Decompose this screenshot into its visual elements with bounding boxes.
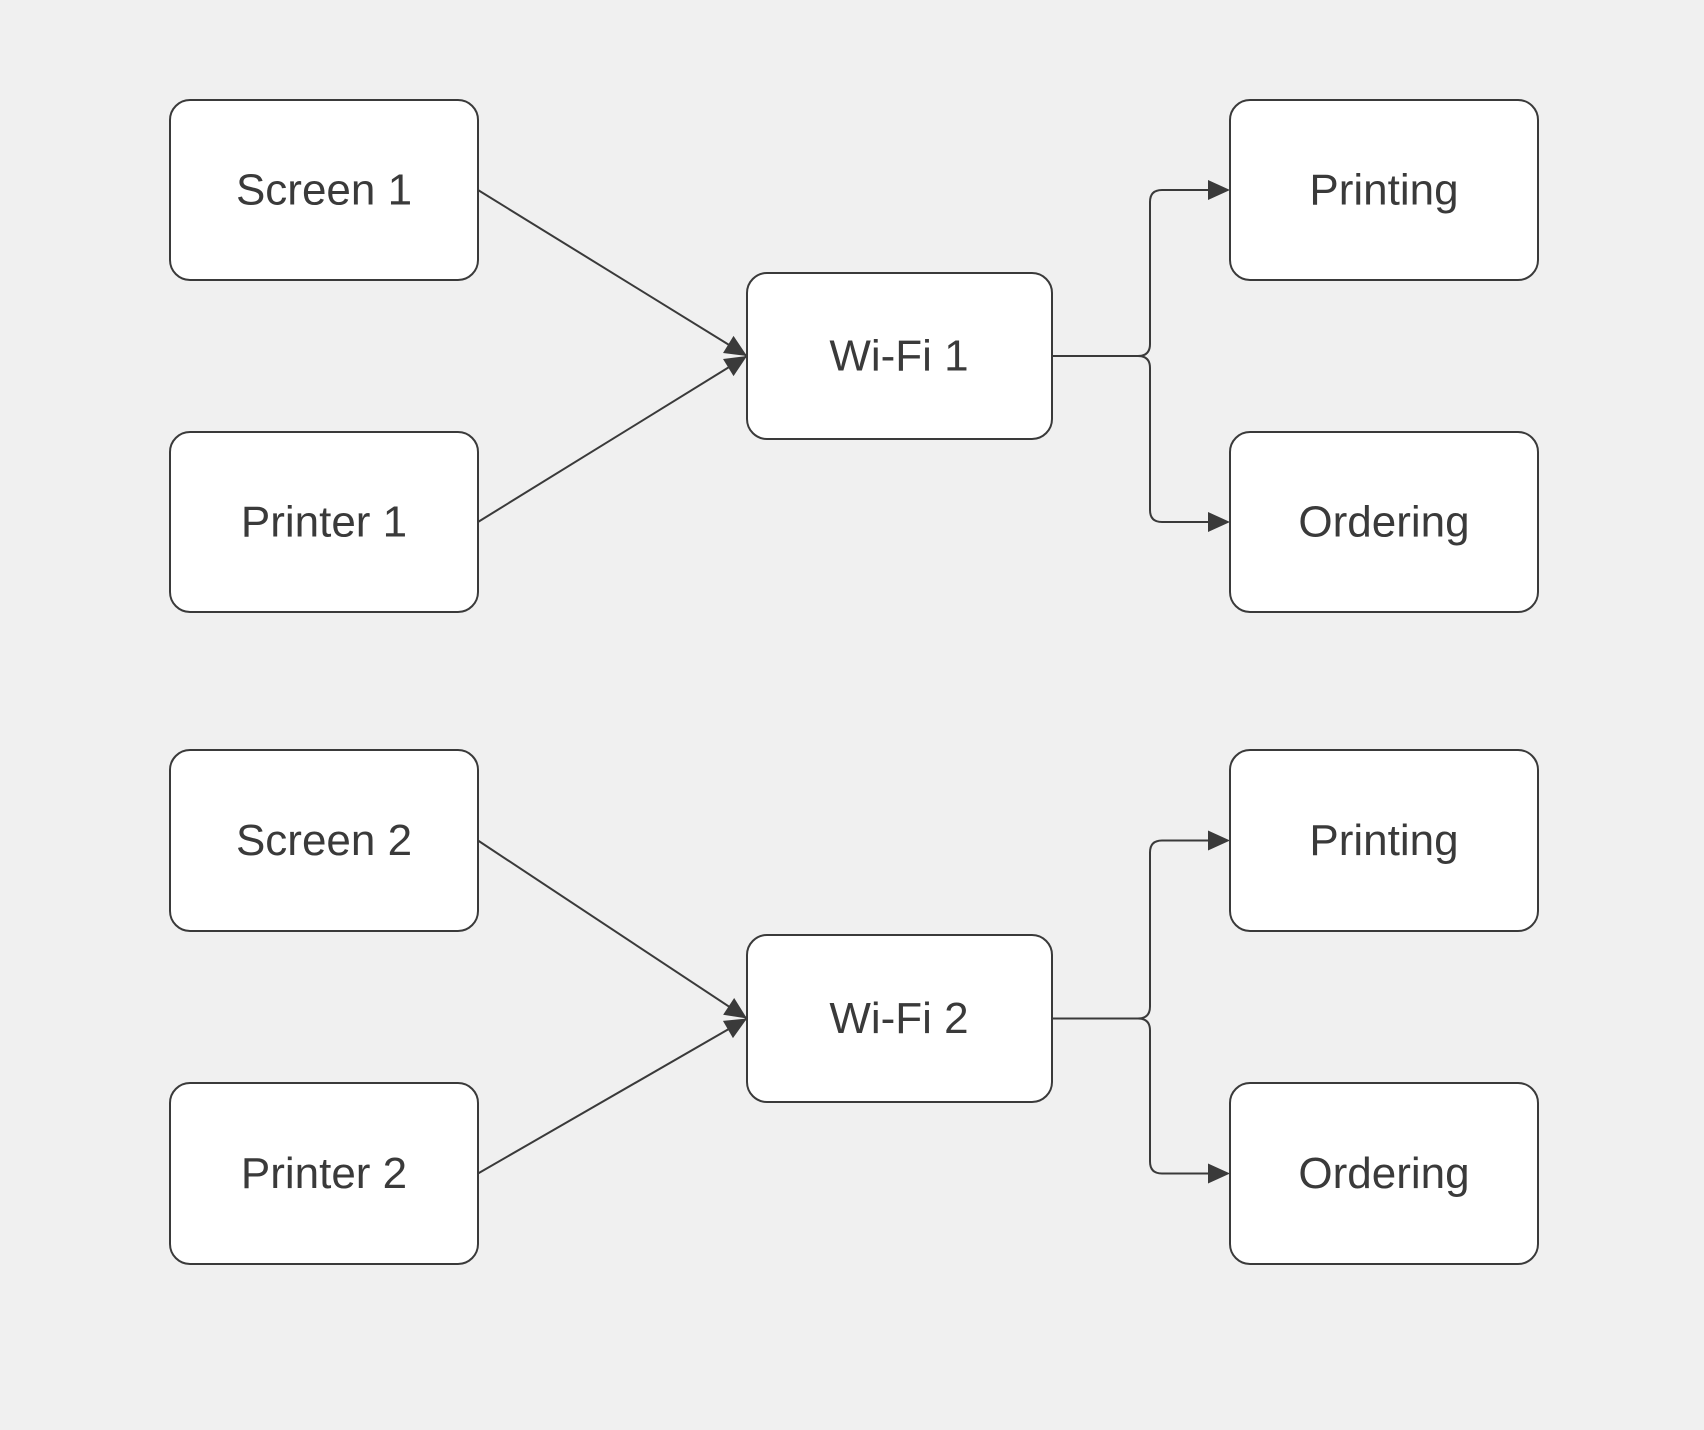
node-wifi-2-label: Wi-Fi 2 — [829, 994, 968, 1043]
node-printer-2-box — [169, 1082, 479, 1265]
edge-screen1-wifi1 — [477, 189, 748, 357]
node-ordering-2-box — [1229, 1082, 1539, 1265]
arrowhead-icon — [1208, 180, 1230, 200]
node-ordering-1-label: Ordering — [1298, 498, 1469, 547]
arrowhead-icon — [723, 335, 747, 356]
node-printer-1: Printer 1 — [169, 431, 479, 613]
edge-printer1-wifi1 — [477, 355, 748, 523]
node-printer-2: Printer 2 — [169, 1082, 479, 1265]
arrowhead-icon — [1208, 512, 1230, 532]
arrowhead-icon — [1208, 1163, 1230, 1184]
edge-printer2-wifi2 — [477, 1017, 748, 1175]
node-screen-2-label: Screen 2 — [236, 816, 412, 865]
node-wifi-2: Wi-Fi 2 — [746, 934, 1053, 1103]
node-ordering-2-label: Ordering — [1298, 1149, 1469, 1198]
node-printer-2-label: Printer 2 — [241, 1149, 407, 1198]
node-ordering-1: Ordering — [1229, 431, 1539, 613]
edge-screen2-wifi2 — [477, 839, 748, 1020]
node-printing-1: Printing — [1229, 99, 1539, 281]
arrowhead-icon — [723, 356, 747, 377]
node-wifi-1: Wi-Fi 1 — [746, 272, 1053, 440]
node-printing-1-box — [1229, 99, 1539, 281]
node-wifi-1-box — [746, 272, 1053, 440]
node-printer-1-label: Printer 1 — [241, 498, 407, 547]
node-printing-1-label: Printing — [1309, 166, 1458, 215]
edge-wifi1-printing — [1052, 189, 1208, 357]
node-printing-2: Printing — [1229, 749, 1539, 932]
node-printer-1-box — [169, 431, 479, 613]
node-printing-2-box — [1229, 749, 1539, 932]
edge-wifi1-ordering — [1052, 355, 1208, 523]
node-printing-2-label: Printing — [1309, 816, 1458, 865]
arrowhead-icon — [723, 998, 747, 1019]
node-ordering-1-box — [1229, 431, 1539, 613]
edge-wifi2-printing — [1052, 839, 1208, 1020]
node-ordering-2: Ordering — [1229, 1082, 1539, 1265]
node-screen-1-box — [169, 99, 479, 281]
node-screen-2: Screen 2 — [169, 749, 479, 932]
node-screen-1-label: Screen 1 — [236, 166, 412, 215]
arrowhead-icon — [722, 1018, 747, 1039]
cluster-network-1: Screen 1 Printer 1 Wi-Fi 1 Printing Orde… — [169, 99, 1539, 613]
node-screen-2-box — [169, 749, 479, 932]
arrowhead-icon — [1208, 830, 1230, 851]
node-wifi-1-label: Wi-Fi 1 — [829, 332, 968, 381]
node-screen-1: Screen 1 — [169, 99, 479, 281]
node-wifi-2-box — [746, 934, 1053, 1103]
cluster-network-2: Screen 2 Printer 2 Wi-Fi 2 Printing Orde… — [169, 749, 1539, 1265]
edge-wifi2-ordering — [1052, 1017, 1208, 1175]
